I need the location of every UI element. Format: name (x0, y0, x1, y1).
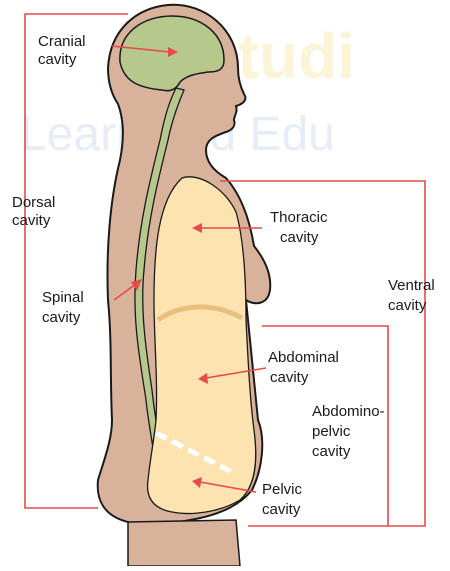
cranial-label: Cranial cavity (38, 33, 90, 68)
pelvic-label: Pelvic cavity (262, 481, 306, 518)
thoracic-label: Thoracic cavity (270, 209, 332, 246)
abdominopelvic-label: Abdomino- pelvic cavity (312, 403, 389, 460)
spinal-label: Spinal cavity (42, 289, 88, 326)
abdominal-label: Abdominal cavity (268, 349, 343, 386)
ventral-label: Ventral cavity (388, 277, 439, 314)
dorsal-label: Dorsal cavity (12, 194, 60, 229)
legs-stub (128, 520, 240, 566)
